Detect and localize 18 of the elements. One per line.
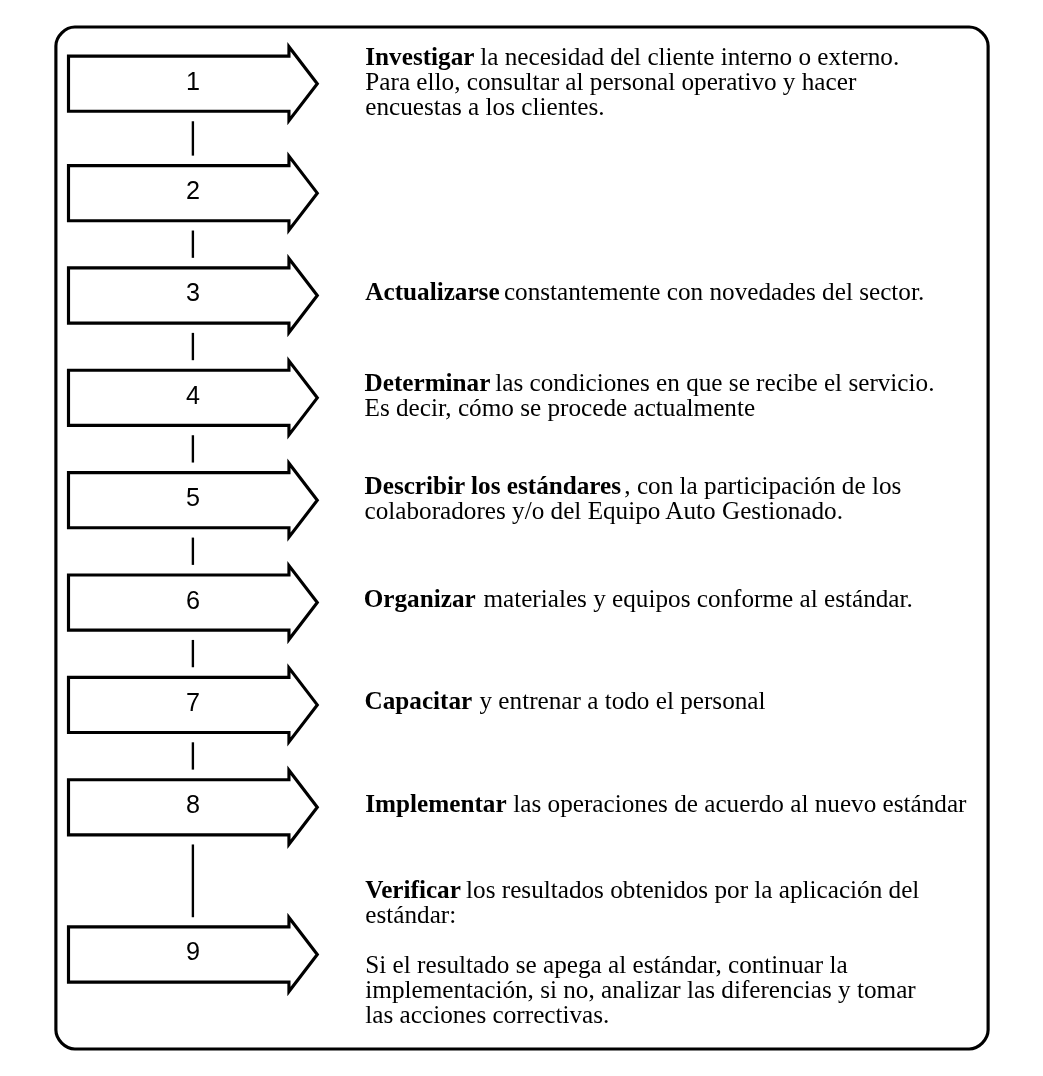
- node-label: Actualizarse constantemente con novedades del sector.: [364, 277, 924, 305]
- node-label: Describir los estándares, con la participación de los colaboradores y/o del Equipo Auto Gestionado.: [364, 471, 901, 524]
- connector: [191, 435, 194, 463]
- connector: [191, 844, 194, 918]
- node-label: Determinar las condiciones en que se recibe el servicio. Es decir, cómo se procede actualmente: [364, 369, 934, 422]
- cluster: [53, 25, 990, 1051]
- connector: [191, 742, 194, 770]
- node-label: Investigar la necesidad del cliente interno o externo. Para ello, consultar al personal operativo y hacer encuestas a los clientes.: [364, 42, 899, 120]
- connector: [191, 230, 194, 258]
- connector: [191, 121, 194, 156]
- connector: [191, 537, 194, 565]
- node-label: Verificar los resultados obtenidos por la aplicación del estándar:: [364, 875, 919, 928]
- node-label: Si el resultado se apega al estándar, continuar la implementación, si no, analizar las diferencias y tomar las acciones correctivas.: [364, 951, 916, 1029]
- connector: [191, 639, 194, 668]
- connector: [191, 332, 194, 361]
- node-label: Capacitar y entrenar a todo el personal: [364, 687, 766, 715]
- node-label: Organizar materiales y equipos conforme al estándar.: [363, 584, 913, 612]
- node-label: Implementar las operaciones de acuerdo al nuevo estándar: [364, 789, 967, 817]
